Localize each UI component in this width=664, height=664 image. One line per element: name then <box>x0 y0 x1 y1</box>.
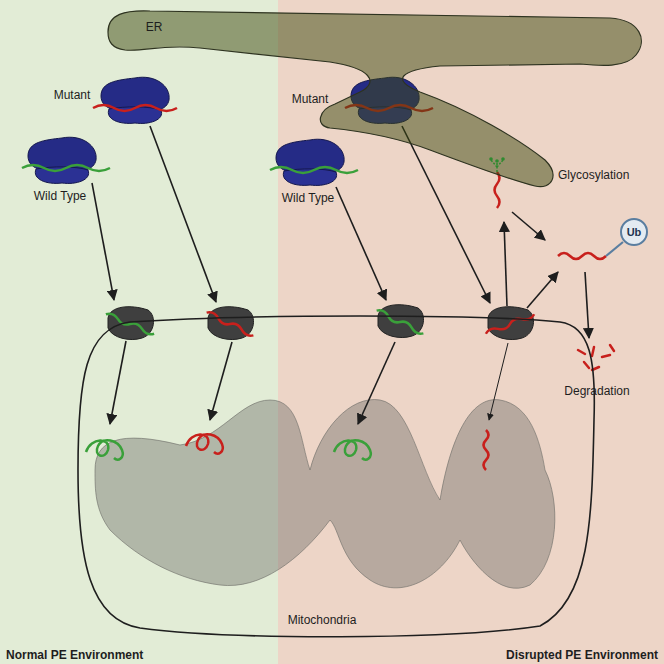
label-holder: Glycosylation <box>0 0 71 18</box>
label-holder: Wild Type <box>0 0 52 18</box>
label-holder: Mutant <box>0 0 37 18</box>
protein-label: Wild Type <box>282 192 334 206</box>
organelle-label: Mitochondria <box>288 614 357 628</box>
outer-membrane <box>78 316 594 637</box>
label-holder: Wild Type <box>0 0 52 18</box>
protein-label: Wild Type <box>34 190 86 204</box>
mutant-chain <box>206 310 255 337</box>
environment-band: UbDisrupted PE Environment <box>278 0 664 664</box>
environment-label: Normal PE Environment <box>6 649 143 663</box>
ubiquitin-circle <box>621 219 647 245</box>
ribosome <box>276 139 344 185</box>
glycan-tree <box>491 160 503 172</box>
label-holder: Degradation <box>0 0 65 18</box>
glycan-sugar <box>489 157 493 161</box>
ribosome <box>28 137 96 183</box>
folded-mutant-protein <box>186 434 223 453</box>
er-organelle-shape <box>108 11 641 187</box>
mutant-chain <box>485 312 535 336</box>
ribosome <box>101 77 169 123</box>
mutant-chain <box>484 430 489 470</box>
environment-label: Disrupted PE Environment <box>506 649 658 663</box>
mitochondrion-shape <box>78 316 594 637</box>
wild-type-chain <box>376 308 425 335</box>
glycan-sugar <box>495 159 499 163</box>
process-label: Degradation <box>564 385 629 399</box>
glycan-sugar <box>501 157 505 161</box>
tag-label: Ub <box>627 226 642 239</box>
wild-type-chain <box>105 312 155 336</box>
protein-label: Mutant <box>292 93 329 107</box>
ubiquitin-tag: Ub <box>619 217 649 247</box>
er-membrane <box>108 11 641 187</box>
organelle-label: ER <box>146 21 163 35</box>
process-label: Glycosylation <box>558 169 629 183</box>
mitochondrion: Mitochondria <box>74 310 600 644</box>
ubiquitin-tag-shape <box>621 219 647 245</box>
mitochondrion-outline <box>74 310 600 644</box>
label-holder: Mutant <box>0 0 37 18</box>
protein-label: Mutant <box>54 89 91 103</box>
folded-wild-type-protein <box>334 440 371 459</box>
